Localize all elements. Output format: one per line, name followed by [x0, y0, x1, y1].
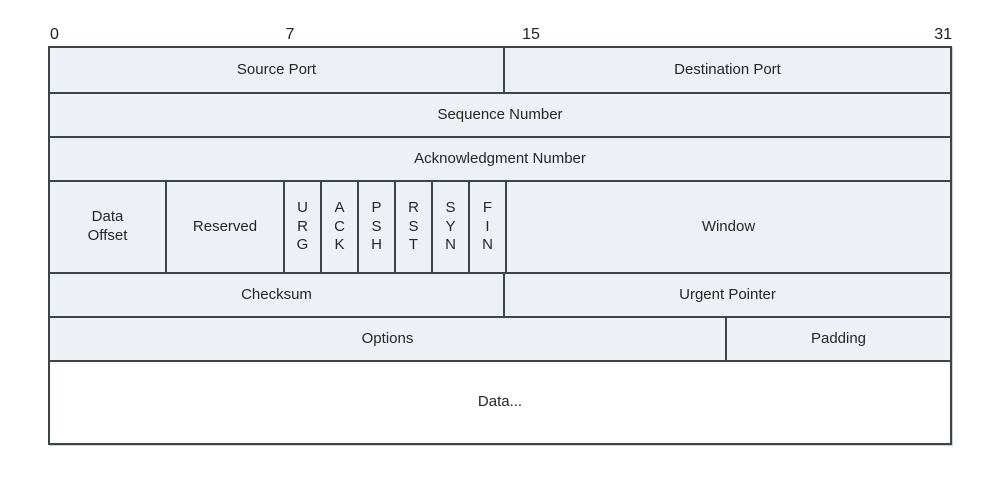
field-flag-syn: S Y N: [431, 182, 468, 272]
field-sequence-number: Sequence Number: [50, 94, 950, 136]
row-checksum: Checksum Urgent Pointer: [50, 272, 950, 316]
row-acknowledgment-number: Acknowledgment Number: [50, 136, 950, 180]
field-destination-port: Destination Port: [503, 48, 950, 92]
field-source-port: Source Port: [50, 48, 503, 92]
row-data: Data...: [50, 360, 950, 443]
row-sequence-number: Sequence Number: [50, 92, 950, 136]
field-window: Window: [505, 182, 950, 272]
row-options: Options Padding: [50, 316, 950, 360]
bit-label-0: 0: [50, 26, 59, 43]
field-urgent-pointer: Urgent Pointer: [503, 274, 950, 316]
bit-label-7: 7: [285, 26, 295, 43]
field-checksum: Checksum: [50, 274, 503, 316]
row-ports: Source Port Destination Port: [50, 48, 950, 92]
row-flags: Data Offset Reserved U R G A C K P S H R…: [50, 180, 950, 272]
field-options: Options: [50, 318, 725, 360]
bit-ruler: 0 7 15 31: [48, 18, 952, 46]
field-flag-psh: P S H: [357, 182, 394, 272]
field-flag-ack: A C K: [320, 182, 357, 272]
field-flag-urg: U R G: [283, 182, 320, 272]
bit-label-31: 31: [934, 26, 952, 43]
field-padding: Padding: [725, 318, 950, 360]
field-data: Data...: [50, 362, 950, 443]
field-flag-fin: F I N: [468, 182, 505, 272]
field-data-offset: Data Offset: [50, 182, 165, 272]
tcp-header-diagram: 0 7 15 31 Source Port Destination Port S…: [48, 18, 952, 445]
field-flag-rst: R S T: [394, 182, 431, 272]
header-field-table: Source Port Destination Port Sequence Nu…: [48, 46, 952, 445]
field-reserved: Reserved: [165, 182, 283, 272]
field-acknowledgment-number: Acknowledgment Number: [50, 138, 950, 180]
bit-label-15: 15: [522, 26, 540, 43]
